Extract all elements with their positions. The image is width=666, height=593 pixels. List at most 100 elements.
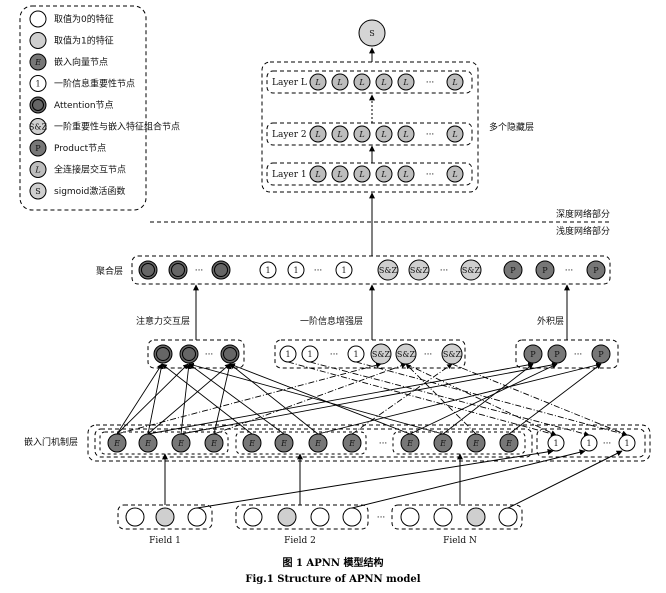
- legend-node-sz: S&Z: [29, 118, 48, 135]
- svg-text:E: E: [34, 58, 41, 67]
- agg-label: 聚合层: [96, 265, 123, 277]
- first-node: 1: [279, 345, 297, 363]
- svg-text:E: E: [280, 439, 287, 448]
- gate-label: 嵌入门机制层: [24, 436, 78, 448]
- legend-node-fc: L: [29, 161, 47, 178]
- svg-text:L: L: [380, 130, 386, 139]
- svg-text:1: 1: [624, 439, 629, 448]
- prod-layer-label: 外积层: [537, 315, 564, 327]
- svg-text:L: L: [380, 78, 386, 87]
- arrow-field-first-0: [196, 448, 554, 509]
- svg-text:L: L: [314, 78, 320, 87]
- legend-label-fc: 全连接层交互节点: [54, 164, 126, 176]
- field-label-2: Field N: [443, 536, 477, 546]
- first-node: 1: [547, 434, 565, 452]
- svg-text:P: P: [510, 266, 516, 275]
- caption-en: Fig.1 Structure of APNN model: [245, 574, 420, 585]
- first-node: 1: [618, 434, 636, 452]
- attn-node: [138, 260, 158, 280]
- svg-text:L: L: [34, 166, 40, 175]
- fc-node: L: [397, 73, 415, 91]
- hidden-label: 多个隐藏层: [489, 121, 534, 133]
- attn-node: [168, 260, 188, 280]
- svg-text:L: L: [336, 78, 342, 87]
- arrow-field-first-1: [351, 449, 586, 509]
- edge-dashdot: [287, 361, 557, 437]
- svg-text:E: E: [210, 439, 217, 448]
- fc-node: L: [375, 125, 393, 143]
- mid-ellipsis: ···: [424, 350, 433, 360]
- field-label-0: Field 1: [149, 536, 181, 546]
- svg-text:E: E: [406, 439, 413, 448]
- embed-node: E: [342, 433, 362, 453]
- prod-node: P: [591, 344, 611, 364]
- edge-solid: [116, 363, 189, 435]
- hidden-layer-box-2: [266, 162, 473, 186]
- hidden-layer-label-2: Layer 1: [272, 170, 307, 180]
- input-node-zero: [310, 507, 330, 527]
- field-ellipsis: ···: [377, 513, 386, 523]
- edge-solid: [409, 363, 558, 435]
- edge-dashdot: [355, 361, 628, 437]
- sz-node: S&Z: [370, 343, 392, 365]
- hidden-layer-box-0: [266, 70, 473, 94]
- legend-label-one: 取值为1的特征: [54, 35, 114, 47]
- agg-ellipsis: ···: [195, 266, 204, 276]
- svg-text:E: E: [472, 439, 479, 448]
- edge-solid: [188, 362, 444, 435]
- mid-ellipsis: ···: [574, 350, 583, 360]
- edge-dashdot: [451, 363, 628, 436]
- legend-node-first: 1: [29, 75, 47, 92]
- edge-dashdot: [351, 363, 453, 435]
- input-node-one: [155, 507, 175, 527]
- first-layer-label: 一阶信息增强层: [300, 315, 363, 327]
- legend-label-embed: 嵌入向量节点: [54, 56, 108, 68]
- sz-node: S&Z: [408, 259, 430, 281]
- gate-ellipsis: ···: [603, 439, 612, 449]
- first-box: [274, 339, 466, 369]
- attn-node: [179, 344, 199, 364]
- field-group-2: [391, 504, 523, 530]
- svg-text:L: L: [358, 78, 364, 87]
- fc-node: L: [446, 125, 464, 143]
- svg-text:S&Z: S&Z: [372, 350, 391, 359]
- embed-node: E: [308, 433, 328, 453]
- embed-group-1: [235, 431, 367, 455]
- svg-text:L: L: [380, 170, 386, 179]
- input-node-zero: [498, 507, 518, 527]
- mid-ellipsis: ···: [205, 350, 214, 360]
- svg-text:P: P: [554, 350, 560, 359]
- svg-text:E: E: [144, 439, 151, 448]
- fc-node: L: [353, 125, 371, 143]
- svg-text:1: 1: [586, 439, 591, 448]
- edge-solid: [116, 363, 163, 435]
- input-node-zero: [187, 507, 207, 527]
- svg-text:S: S: [35, 187, 40, 196]
- svg-text:L: L: [451, 170, 457, 179]
- legend-node-attn: [29, 96, 47, 114]
- edge-solid: [188, 363, 285, 435]
- svg-text:L: L: [314, 170, 320, 179]
- svg-text:E: E: [113, 439, 120, 448]
- gate-box-outer: [87, 424, 651, 462]
- legend-label-first: 一阶信息重要性节点: [54, 78, 135, 90]
- legend-box: [19, 5, 147, 211]
- sz-node: S&Z: [377, 259, 399, 281]
- fc-node: L: [446, 73, 464, 91]
- input-node-zero: [433, 507, 453, 527]
- attn-node: [153, 344, 173, 364]
- gate-box-inner: [94, 428, 533, 458]
- fc-node: L: [397, 125, 415, 143]
- svg-text:S&Z: S&Z: [443, 350, 462, 359]
- agg-ellipsis: ···: [565, 266, 574, 276]
- input-node-one: [466, 507, 486, 527]
- hidden-ellipsis: ···: [426, 78, 435, 88]
- svg-text:P: P: [598, 350, 604, 359]
- prod-node: P: [586, 260, 606, 280]
- svg-text:1: 1: [265, 266, 270, 275]
- edge-solid: [229, 363, 319, 435]
- embed-node: E: [400, 433, 420, 453]
- svg-text:S&Z: S&Z: [379, 266, 398, 275]
- fc-node: L: [309, 165, 327, 183]
- first-order-box: [536, 428, 646, 458]
